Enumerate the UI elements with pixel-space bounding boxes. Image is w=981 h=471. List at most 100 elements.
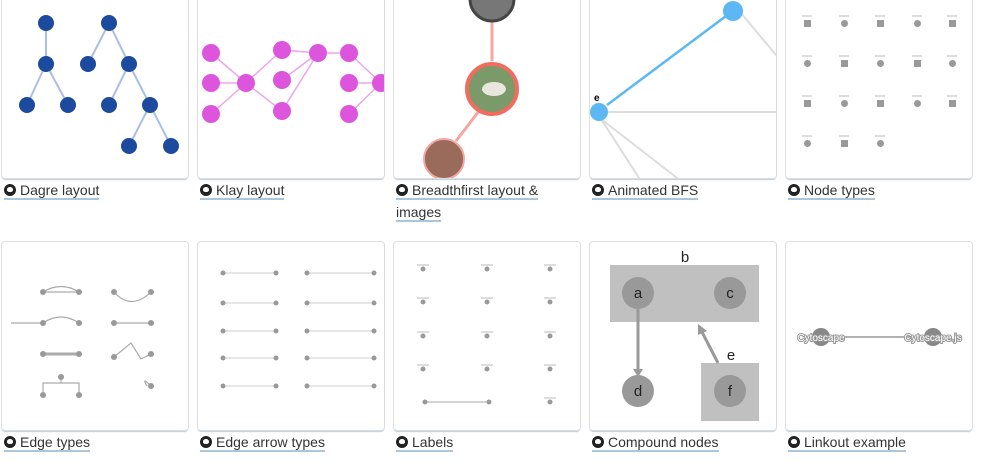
node <box>420 366 426 372</box>
example-link[interactable]: Node types <box>788 182 875 200</box>
node-shape <box>877 60 884 67</box>
node <box>220 270 226 276</box>
node <box>371 300 377 306</box>
example-link[interactable]: Linkout example <box>788 434 906 452</box>
link-text: Edge types <box>20 434 91 450</box>
node <box>547 299 553 305</box>
thumb-edge-types[interactable] <box>1 241 189 431</box>
example-link[interactable]: Edge types <box>4 434 91 452</box>
example-node-types[interactable]: Node types <box>788 179 974 201</box>
node <box>304 270 310 276</box>
node-shape <box>841 100 848 107</box>
example-link[interactable]: Klay layout <box>200 182 285 200</box>
node <box>484 299 490 305</box>
dagre-graph <box>19 15 179 154</box>
github-icon <box>4 184 16 196</box>
node <box>371 355 377 361</box>
node-shape <box>949 100 956 107</box>
github-icon <box>200 436 212 448</box>
node-types-grid <box>802 15 957 147</box>
github-icon <box>396 436 408 448</box>
example-breadthfirst[interactable]: Breadthfirst layout & images <box>396 179 566 223</box>
github-icon <box>788 184 800 196</box>
link-text: Compound nodes <box>608 434 719 450</box>
node-shape <box>804 60 811 67</box>
node-shape <box>877 100 884 107</box>
node <box>273 383 279 389</box>
thumb-labels[interactable] <box>393 241 581 431</box>
node <box>304 300 310 306</box>
node-shape <box>804 140 811 147</box>
node-shape <box>949 20 956 27</box>
node <box>220 328 226 334</box>
link-text: Breadthfirst layout & images <box>396 182 539 220</box>
thumb-animated-bfs[interactable]: e <box>589 0 777 179</box>
node <box>547 333 553 339</box>
example-link[interactable]: Edge arrow types <box>200 434 325 452</box>
node <box>484 266 490 272</box>
github-icon <box>592 184 604 196</box>
bfs-graph: e <box>590 1 776 178</box>
thumb-compound-nodes[interactable]: a c d f b e <box>589 241 777 431</box>
thumb-breadthfirst[interactable] <box>393 0 581 179</box>
thumb-edge-arrow-types[interactable] <box>197 241 385 431</box>
example-link[interactable]: Labels <box>396 434 454 452</box>
node <box>273 328 279 334</box>
node <box>371 270 377 276</box>
node-e: e <box>727 347 735 364</box>
edge-arrow-graph <box>220 270 377 389</box>
node-shape <box>841 20 848 27</box>
node <box>304 355 310 361</box>
node-shape <box>914 100 921 107</box>
thumb-dagre[interactable] <box>1 0 189 179</box>
github-icon <box>200 184 212 196</box>
example-animated-bfs[interactable]: Animated BFS <box>592 179 778 201</box>
node <box>422 399 428 405</box>
node <box>371 383 377 389</box>
example-link[interactable]: Compound nodes <box>592 434 719 452</box>
node-a: a <box>634 285 643 302</box>
example-linkout[interactable]: Linkout example <box>788 431 974 453</box>
example-klay[interactable]: Klay layout <box>200 179 386 201</box>
labels-graph <box>417 264 556 405</box>
node <box>304 328 310 334</box>
github-icon <box>788 436 800 448</box>
node <box>220 355 226 361</box>
linkout-graph: Cytoscape Cytoscape.js <box>796 328 963 346</box>
node-cytoscapejs: Cytoscape.js <box>904 333 961 344</box>
thumb-klay[interactable] <box>197 0 385 179</box>
node-shape <box>914 20 921 27</box>
node-shape <box>804 20 811 27</box>
node <box>273 270 279 276</box>
breadthfirst-graph <box>423 0 519 178</box>
node-c: c <box>726 285 734 302</box>
node <box>304 383 310 389</box>
edge-types-graph <box>11 285 154 398</box>
node <box>273 300 279 306</box>
node-b: b <box>681 249 689 266</box>
example-edge-types[interactable]: Edge types <box>4 431 190 453</box>
node-shape <box>841 60 848 67</box>
thumb-node-types[interactable] <box>785 0 973 179</box>
example-dagre[interactable]: Dagre layout <box>4 179 190 201</box>
node-shape <box>914 60 921 67</box>
example-compound-nodes[interactable]: Compound nodes <box>592 431 778 453</box>
node <box>486 399 492 405</box>
example-edge-arrow-types[interactable]: Edge arrow types <box>200 431 386 453</box>
node-f: f <box>728 383 733 400</box>
github-icon <box>4 436 16 448</box>
node <box>420 266 426 272</box>
example-labels[interactable]: Labels <box>396 431 582 453</box>
example-link[interactable]: Breadthfirst layout & images <box>396 182 539 222</box>
example-link[interactable]: Dagre layout <box>4 182 100 200</box>
link-text: Klay layout <box>216 182 285 198</box>
compound-graph: a c d f b e <box>610 249 759 421</box>
thumb-linkout[interactable]: Cytoscape Cytoscape.js <box>785 241 973 431</box>
node-shape <box>804 100 811 107</box>
example-link[interactable]: Animated BFS <box>592 182 699 200</box>
node-cytoscape: Cytoscape <box>797 333 845 344</box>
link-text: Animated BFS <box>608 182 699 198</box>
node <box>371 328 377 334</box>
node-shape <box>877 20 884 27</box>
link-text: Node types <box>804 182 875 198</box>
